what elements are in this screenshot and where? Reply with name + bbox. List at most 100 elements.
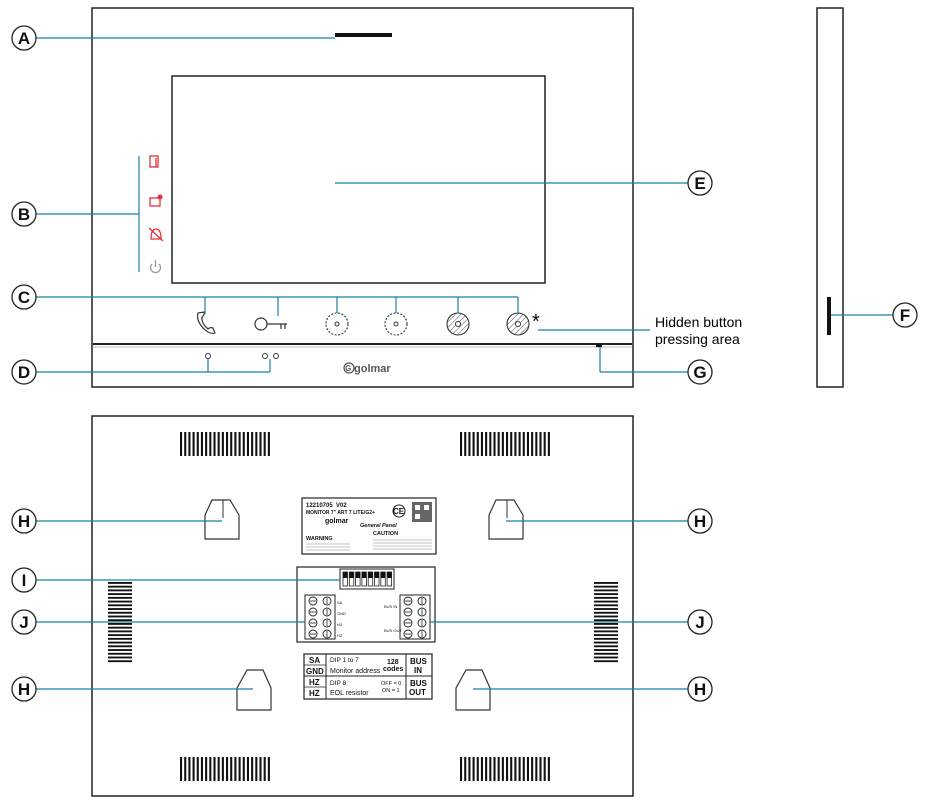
vent-side-left	[108, 582, 132, 663]
svg-text:General Panel: General Panel	[360, 523, 397, 529]
terminals-right	[399, 594, 431, 640]
callout-E: E	[687, 170, 713, 196]
power-icon	[149, 260, 162, 274]
svg-text:GND: GND	[306, 667, 324, 676]
callout-C: C	[11, 284, 37, 310]
svg-text:D: D	[18, 363, 30, 382]
svg-text:EOL resistor: EOL resistor	[330, 690, 369, 697]
phone-button-icon[interactable]	[196, 311, 216, 335]
hidden-button-1-icon[interactable]	[446, 312, 470, 336]
svg-text:BUS: BUS	[410, 657, 428, 666]
svg-text:128: 128	[387, 659, 399, 666]
hidden-button-note-line1: Hidden button	[655, 314, 742, 330]
product-label: 12210705 V02 MONITOR 7" ART 7 LITE/G2+ g…	[301, 497, 437, 555]
vent-bottom-left	[180, 757, 270, 781]
svg-text:Monitor address: Monitor address	[330, 668, 381, 675]
svg-text:12210705: 12210705	[306, 503, 333, 509]
callout-G: G	[687, 359, 713, 385]
mounting-hook-top-right	[488, 499, 524, 540]
asterisk: *	[532, 311, 540, 333]
side-view	[816, 7, 844, 388]
svg-text:B: B	[18, 205, 30, 224]
svg-text:BUS: BUS	[410, 679, 428, 688]
vent-top-right	[460, 432, 550, 456]
function-button-1-icon[interactable]	[325, 312, 349, 336]
svg-text:BUS IN: BUS IN	[384, 604, 397, 609]
led-indicators	[148, 155, 164, 274]
callout-H-bottom-left: H	[11, 676, 37, 702]
svg-text:GND: GND	[337, 611, 346, 616]
svg-text:H: H	[694, 512, 706, 531]
svg-text:golmar: golmar	[325, 518, 349, 525]
svg-text:WARNING: WARNING	[306, 536, 333, 542]
vent-bottom-right	[460, 757, 550, 781]
svg-text:HZ: HZ	[337, 622, 343, 627]
svg-text:H: H	[18, 512, 30, 531]
svg-text:F: F	[900, 306, 910, 325]
svg-text:golmar: golmar	[354, 363, 391, 375]
terminal-block: SA GND HZ HZ BUS IN BUS OUT	[296, 566, 436, 643]
callout-I: I	[11, 567, 37, 593]
hidden-button-note-line2: pressing area	[655, 331, 740, 347]
function-button-2-icon[interactable]	[384, 312, 408, 336]
svg-text:DIP 8: DIP 8	[330, 680, 347, 687]
callout-H-top-right: H	[687, 508, 713, 534]
screen	[171, 75, 546, 284]
svg-text:MONITOR 7" ART 7 LITE/G2+: MONITOR 7" ART 7 LITE/G2+	[306, 510, 375, 516]
door-open-icon	[149, 155, 159, 168]
side-volume-button	[827, 297, 831, 335]
svg-text:J: J	[19, 613, 28, 632]
svg-text:OUT: OUT	[409, 688, 426, 697]
dip-switch	[339, 568, 395, 590]
mounting-hook-bottom-right	[455, 669, 491, 711]
svg-text:CAUTION: CAUTION	[373, 531, 398, 537]
svg-text:CE: CE	[393, 507, 405, 516]
svg-text:HZ: HZ	[309, 689, 320, 698]
sensor-hole-1	[262, 353, 268, 359]
svg-text:G: G	[345, 364, 351, 373]
key-button-icon[interactable]	[254, 317, 287, 331]
wiring-table: SA GND HZ HZ DIP 1 to 7 Monitor address …	[303, 653, 433, 700]
vent-side-right	[594, 582, 618, 663]
front-view: * G golmar	[91, 7, 634, 388]
sensor-hole-2	[273, 353, 279, 359]
svg-text:HZ: HZ	[309, 678, 320, 687]
svg-text:J: J	[695, 613, 704, 632]
svg-text:H: H	[18, 680, 30, 699]
callout-D: D	[11, 359, 37, 385]
svg-text:BUS OUT: BUS OUT	[384, 628, 402, 633]
microphone-slot	[335, 33, 392, 37]
callout-B: B	[11, 201, 37, 227]
golmar-logo: G golmar	[343, 362, 391, 375]
callout-J-left: J	[11, 609, 37, 635]
svg-text:C: C	[18, 288, 30, 307]
svg-text:DIP 1 to 7: DIP 1 to 7	[330, 657, 359, 664]
svg-text:E: E	[694, 174, 705, 193]
svg-text:H: H	[694, 680, 706, 699]
status-led	[596, 344, 602, 347]
mute-bell-icon	[148, 227, 164, 242]
svg-text:G: G	[693, 363, 706, 382]
microphone-hole	[205, 353, 211, 359]
callout-lines	[36, 37, 893, 690]
callout-J-right: J	[687, 609, 713, 635]
svg-text:codes: codes	[383, 666, 403, 673]
callout-H-top-left: H	[11, 508, 37, 534]
svg-text:A: A	[18, 29, 30, 48]
svg-text:IN: IN	[414, 666, 422, 675]
hidden-button-2-icon[interactable]	[506, 312, 530, 336]
rear-view: 12210705 V02 MONITOR 7" ART 7 LITE/G2+ g…	[91, 415, 634, 797]
svg-text:I: I	[22, 571, 27, 590]
svg-text:SA: SA	[309, 656, 320, 665]
svg-text:OFF = 0: OFF = 0	[381, 681, 401, 687]
svg-text:V02: V02	[336, 503, 347, 509]
terminals-left	[304, 594, 336, 640]
callout-F: F	[892, 302, 918, 328]
svg-text:ON = 1: ON = 1	[382, 688, 400, 694]
svg-text:HZ: HZ	[337, 633, 343, 638]
ventilation-grilles	[108, 432, 618, 781]
message-icon	[149, 194, 163, 207]
mounting-hook-top-left	[204, 499, 240, 540]
callout-A: A	[11, 25, 37, 51]
